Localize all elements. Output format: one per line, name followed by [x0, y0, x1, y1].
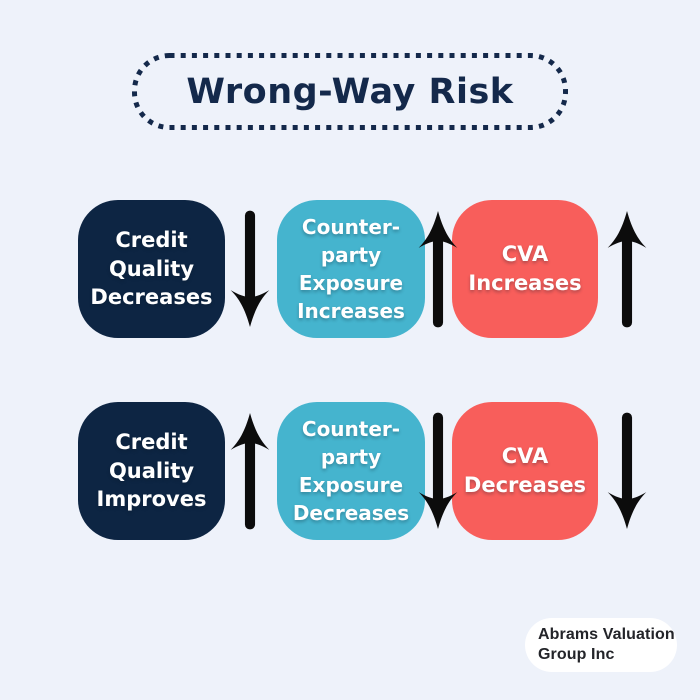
up-arrow-icon: [415, 204, 461, 334]
company-logo-text: Abrams Valuation Group Inc: [538, 626, 675, 663]
down-arrow-icon: [227, 204, 273, 334]
card-cva-decreases: CVA Decreases: [452, 402, 598, 540]
title-dotted-border: [132, 53, 568, 130]
down-arrow-icon: [604, 406, 650, 536]
flow-row-2: Credit Quality Improves Counter- party E…: [0, 402, 700, 540]
down-arrow-icon: [415, 406, 461, 536]
card-credit-quality-decreases: Credit Quality Decreases: [78, 200, 225, 338]
card-counterparty-exposure-decreases: Counter- party Exposure Decreases: [277, 402, 425, 540]
card-credit-quality-improves: Credit Quality Improves: [78, 402, 225, 540]
card-counterparty-exposure-increases: Counter- party Exposure Increases: [277, 200, 425, 338]
flow-row-1: Credit Quality Decreases Counter- party …: [0, 200, 700, 338]
page-title-box: Wrong-Way Risk: [132, 53, 568, 130]
card-label: CVA Decreases: [463, 444, 587, 497]
page-title: Wrong-Way Risk: [186, 71, 514, 112]
card-label: CVA Increases: [468, 242, 582, 295]
card-label: Counter- party Exposure Increases: [297, 215, 405, 323]
card-cva-increases: CVA Increases: [452, 200, 598, 338]
card-label: Credit Quality Improves: [96, 429, 207, 512]
up-arrow-icon: [604, 204, 650, 334]
card-label: Counter- party Exposure Decreases: [292, 417, 410, 525]
card-label: Credit Quality Decreases: [90, 227, 213, 310]
company-logo-badge: Abrams Valuation Group Inc: [525, 618, 677, 672]
up-arrow-icon: [227, 406, 273, 536]
